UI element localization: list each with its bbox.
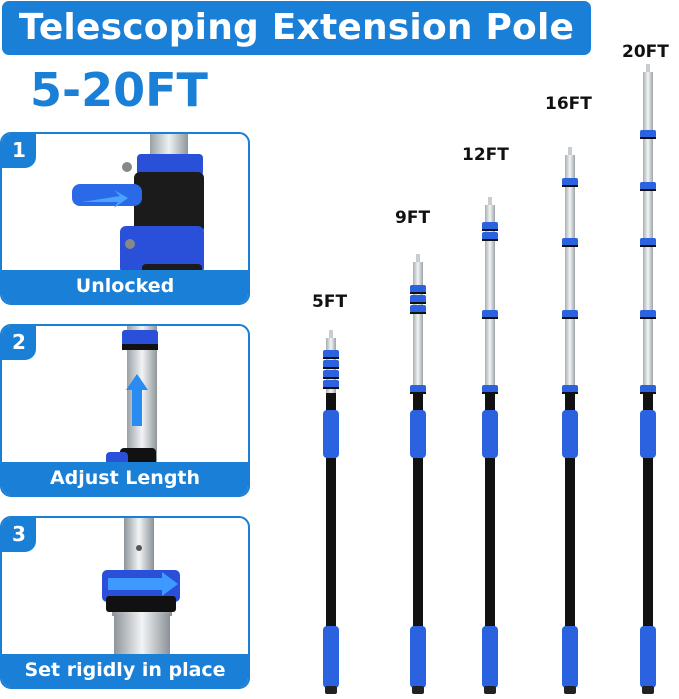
length-range: 5-20FT (30, 63, 208, 117)
step-card-adjust-length: 2 Adjust Length (0, 324, 250, 497)
pole-collar (562, 310, 578, 318)
pole-collar (562, 178, 578, 186)
pole-upper-grip (562, 410, 578, 458)
step-number: 2 (2, 326, 36, 360)
pole-collar-band (410, 312, 426, 314)
pole-collar (323, 380, 339, 388)
pole-upper-grip (410, 410, 426, 458)
pole-end-cap (564, 686, 576, 694)
step-number: 3 (2, 518, 36, 552)
pole-black-section (485, 392, 495, 693)
step-caption: Set rigidly in place (2, 654, 248, 687)
step-number: 1 (2, 134, 36, 168)
pole-aluminum-section (413, 262, 423, 390)
pole-tip (568, 147, 572, 157)
pole-aluminum-section (565, 155, 575, 392)
pole-collar (640, 130, 656, 138)
title-banner: Telescoping Extension Pole (2, 1, 591, 55)
pole-collar-band (562, 392, 578, 394)
pole-end-cap (412, 686, 424, 694)
pole-upper-grip (323, 410, 339, 458)
pole-collar (482, 310, 498, 318)
pole-collar-band (410, 302, 426, 304)
pole-black-section (413, 390, 423, 693)
pole-black-section (326, 393, 336, 693)
pole-lower-grip (482, 626, 498, 688)
pole-collar (482, 232, 498, 240)
step-caption: Adjust Length (2, 462, 248, 495)
pole-collar-band (640, 189, 656, 191)
pole-collar (410, 305, 426, 313)
pole-lower-grip (410, 626, 426, 688)
step-card-set-in-place: 3 Set rigidly in place (0, 516, 250, 689)
pole-tip (416, 254, 420, 264)
pole-end-cap (325, 686, 337, 694)
pole-collar (323, 360, 339, 368)
pole-collar (562, 238, 578, 246)
pole-aluminum-section (485, 205, 495, 392)
pole-collar-band (640, 392, 656, 394)
pole-collar (482, 222, 498, 230)
pole-upper-grip (640, 410, 656, 458)
pole-black-section (565, 392, 575, 693)
pole-collar (482, 385, 498, 393)
pole-collar (640, 385, 656, 393)
pole-collar-band (640, 245, 656, 247)
pole-collar-band (562, 317, 578, 319)
pole-collar-band (640, 137, 656, 139)
pole-collar-band (410, 292, 426, 294)
pole-lower-grip (640, 626, 656, 688)
pole-tip (329, 330, 333, 340)
pole-black-section (643, 392, 653, 693)
pole-collar (410, 285, 426, 293)
pole-collar (323, 370, 339, 378)
pole-end-cap (642, 686, 654, 694)
pole-tip (488, 197, 492, 207)
pole-collar (410, 295, 426, 303)
pole-aluminum-section (643, 72, 653, 392)
step-card-unlocked: 1 Unlocked (0, 132, 250, 305)
pole-upper-grip (482, 410, 498, 458)
pole-collar (562, 385, 578, 393)
pole-collar (640, 182, 656, 190)
adjust-length-illustration (106, 326, 158, 468)
pole-collar-band (562, 185, 578, 187)
pole-lower-grip (562, 626, 578, 688)
pole-collar-band (323, 357, 339, 359)
pole-collar (640, 310, 656, 318)
pole-collar-band (482, 392, 498, 394)
pole-collar-band (482, 317, 498, 319)
pole-collar-band (640, 317, 656, 319)
pole-collar-band (562, 245, 578, 247)
pole-collar (410, 385, 426, 393)
pole-collar-band (410, 392, 426, 394)
pole-collar-band (482, 239, 498, 241)
pole-end-cap (484, 686, 496, 694)
step-caption: Unlocked (2, 270, 248, 303)
pole-collar (640, 238, 656, 246)
pole-tip (646, 64, 650, 74)
pole-collar-band (482, 229, 498, 231)
pole-collar (323, 350, 339, 358)
pole-label-20ft: 20FT (622, 42, 669, 62)
pole-collar-band (323, 387, 339, 389)
pole-label-9ft: 9FT (395, 208, 431, 228)
pole-collar-band (323, 367, 339, 369)
pole-label-12ft: 12FT (462, 145, 509, 165)
pole-label-5ft: 5FT (312, 292, 348, 312)
pole-label-16ft: 16FT (545, 94, 592, 114)
pole-lower-grip (323, 626, 339, 688)
pole-collar-band (323, 377, 339, 379)
